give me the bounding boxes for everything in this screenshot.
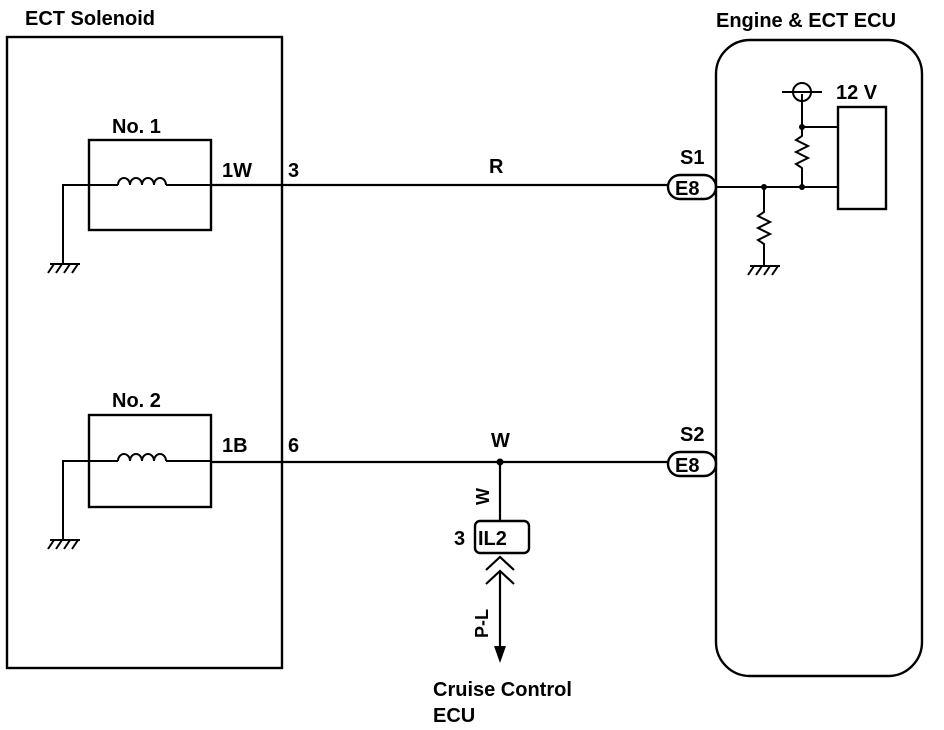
coil-1-wire-label: 1W (222, 160, 252, 182)
coil-2-wire-label: 1B (222, 435, 248, 457)
connector-il2-pin: 3 (454, 528, 465, 550)
ect-solenoid-box (5, 35, 284, 670)
connector-e8-s1: E8 S1 (666, 147, 718, 201)
wire-s1-color-label: R (489, 156, 504, 178)
terminal-s1-label: S1 (680, 147, 704, 169)
ground-icon-ecu (747, 265, 780, 276)
connector-il2-label: IL2 (478, 528, 507, 550)
coil-1-label: No. 1 (112, 116, 161, 138)
coil-1-pin-label: 3 (288, 160, 299, 182)
arrow-down-icon (494, 646, 506, 663)
terminal-s2-label: S2 (680, 424, 704, 446)
wire-branch-color-label: W (473, 488, 493, 505)
coil-2-winding-icon (89, 453, 211, 462)
coil-2-label: No. 2 (112, 390, 161, 412)
cruise-ecu-line1: Cruise Control (433, 679, 572, 701)
engine-ect-ecu-title: Engine & ECT ECU (716, 10, 896, 32)
supply-voltage-label: 12 V (836, 82, 878, 104)
ground-icon-2 (47, 539, 80, 550)
connector-il2: IL2 3 (454, 519, 531, 555)
connector-e8-s2-label: E8 (675, 455, 699, 477)
resistor-pullup-icon (793, 94, 811, 187)
connector-e8-s2: E8 S2 (666, 424, 718, 478)
coil-2-pin-label: 6 (288, 435, 299, 457)
ect-solenoid-title: ECT Solenoid (25, 8, 155, 30)
wire-s2-color-label: W (491, 430, 510, 452)
solenoid-coil-1: No. 1 1W 3 (47, 116, 299, 274)
ecu-internal-circuit: 12 V (716, 82, 888, 276)
engine-ect-ecu-box (714, 38, 924, 678)
ecu-logic-block (836, 105, 888, 211)
ground-icon-1 (47, 263, 80, 274)
cruise-ecu-line2: ECU (433, 705, 475, 727)
wire-cruise-color-label: P-L (472, 609, 492, 638)
resistor-pulldown-icon (755, 187, 773, 266)
solenoid-coil-2: No. 2 1B 6 (47, 390, 299, 550)
connector-e8-s1-label: E8 (675, 178, 699, 200)
coil-1-winding-icon (89, 177, 211, 186)
